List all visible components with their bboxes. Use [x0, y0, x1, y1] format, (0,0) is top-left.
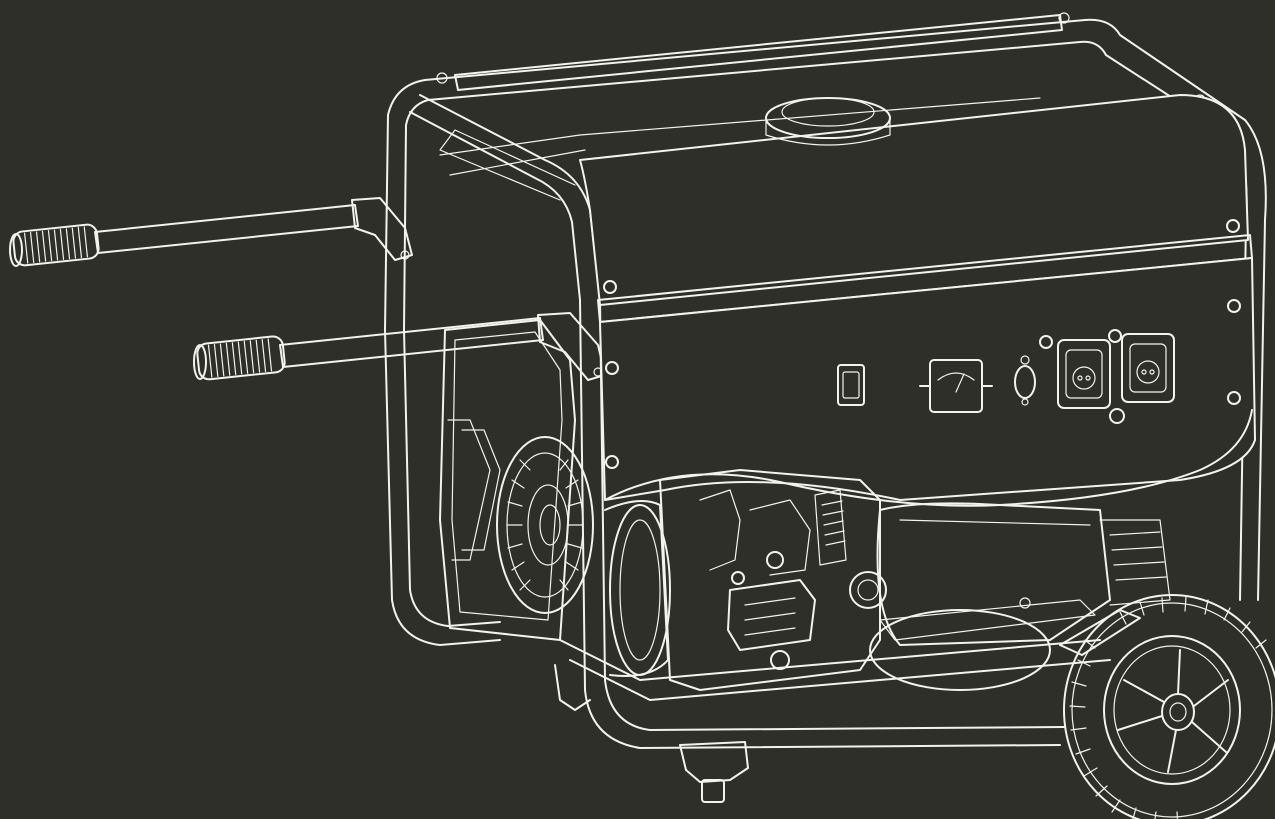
wheel-icon — [1059, 594, 1275, 819]
switch-icon — [837, 364, 865, 406]
handle-lower — [193, 312, 606, 381]
frame — [384, 12, 1267, 749]
engine — [439, 319, 1171, 691]
control-panel — [599, 257, 1256, 507]
socket-icon — [1039, 329, 1175, 424]
handle-upper — [9, 197, 413, 267]
breaker-icon — [1014, 355, 1036, 406]
meter-icon — [919, 359, 993, 413]
base-rails — [554, 597, 1111, 803]
